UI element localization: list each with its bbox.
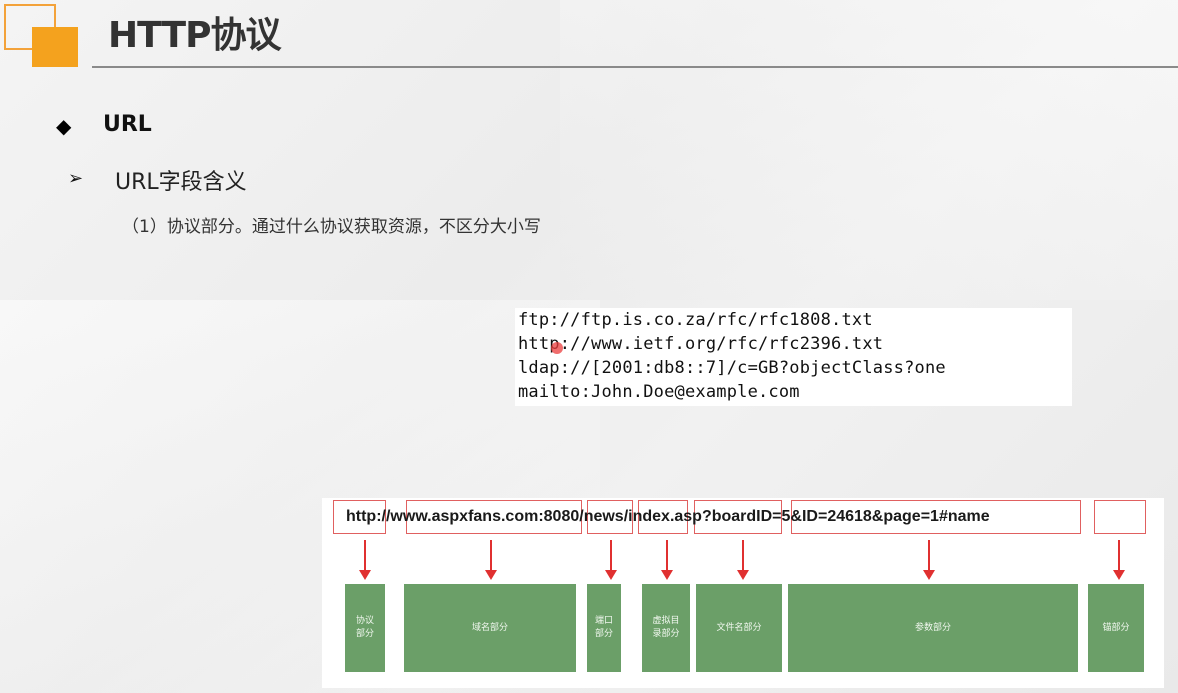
background-facet (560, 0, 1178, 300)
url-segment-anchor (1094, 500, 1146, 534)
description-text: （1）协议部分。通过什么协议获取资源，不区分大小写 (122, 217, 541, 237)
url-segment-params (791, 500, 1081, 534)
part-port: 端口 部分 (587, 584, 621, 672)
part-parameters: 参数部分 (788, 584, 1078, 672)
part-filename: 文件名部分 (696, 584, 782, 672)
part-protocol: 协议 部分 (345, 584, 385, 672)
code-line: http://www.ietf.org/rfc/rfc2396.txt (518, 334, 884, 354)
down-arrow-icon (661, 540, 673, 580)
slide-title: HTTP协议 (108, 15, 281, 56)
part-domain: 域名部分 (404, 584, 576, 672)
example-url: http://www.aspxfans.com:8080/news/index.… (346, 508, 990, 525)
pointer-highlight-icon (551, 342, 563, 354)
url-segment-domain (406, 500, 582, 534)
code-line: ldap://[2001:db8::7]/c=GB?objectClass?on… (518, 358, 946, 378)
down-arrow-icon (485, 540, 497, 580)
down-arrow-icon (359, 540, 371, 580)
sub-heading: URL字段含义 (115, 170, 247, 195)
down-arrow-icon (737, 540, 749, 580)
code-line: mailto:John.Doe@example.com (518, 382, 800, 402)
code-line: ftp://ftp.is.co.za/rfc/rfc1808.txt (518, 310, 873, 330)
down-arrow-icon (1113, 540, 1125, 580)
arrow-bullet-icon: ➢ (68, 168, 84, 189)
logo-filled-square (32, 27, 78, 67)
url-segment-protocol (333, 500, 386, 534)
title-divider (92, 66, 1178, 68)
down-arrow-icon (923, 540, 935, 580)
bullet-heading: URL (103, 112, 152, 137)
diamond-bullet-icon: ◆ (56, 114, 72, 138)
url-segment-file (694, 500, 782, 534)
down-arrow-icon (605, 540, 617, 580)
part-directory: 虚拟目 录部分 (642, 584, 690, 672)
url-examples-box: ftp://ftp.is.co.za/rfc/rfc1808.txt http:… (515, 308, 1072, 406)
url-structure-diagram: http://www.aspxfans.com:8080/news/index.… (322, 498, 1164, 688)
part-anchor: 锚部分 (1088, 584, 1144, 672)
url-segment-directory (638, 500, 688, 534)
url-segment-port (587, 500, 633, 534)
